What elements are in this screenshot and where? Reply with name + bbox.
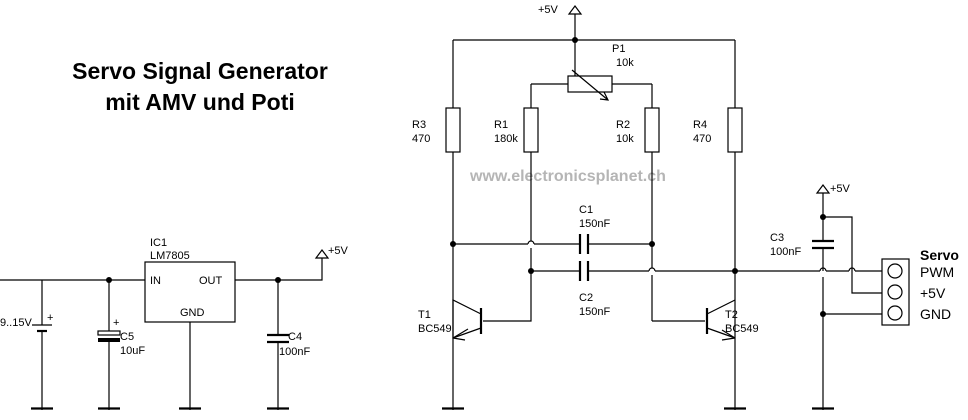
- t2-transistor: [652, 299, 746, 410]
- servo-supply-label: +5V: [830, 183, 851, 195]
- servo-pin-5v: +5V: [920, 285, 946, 301]
- servo-ground: [812, 314, 834, 410]
- servo-pin-gnd: GND: [920, 306, 951, 322]
- c4-ref: C4: [288, 331, 302, 343]
- servo-supply-arrow: [815, 184, 831, 194]
- svg-text:+: +: [47, 312, 53, 324]
- r1-ref: R1: [494, 119, 508, 131]
- ic1-body: [144, 261, 236, 323]
- servo-title: Servo: [920, 247, 959, 263]
- servo-connector: [881, 258, 910, 326]
- r3-ref: R3: [412, 119, 426, 131]
- t2-value: BC549: [725, 323, 759, 335]
- title-line-1: Servo Signal Generator: [72, 58, 328, 84]
- p1-value: 10k: [616, 57, 634, 69]
- c2-ref: C2: [579, 292, 593, 304]
- c3-capacitor: [812, 239, 834, 250]
- t1-transistor: [442, 271, 532, 410]
- output-wire: [235, 258, 323, 281]
- p1-potentiometer: [567, 69, 613, 101]
- ic1-pin-gnd: GND: [180, 307, 205, 319]
- c2-crossover: [648, 267, 656, 272]
- ic1-ref: IC1: [150, 237, 167, 249]
- r4-ref: R4: [693, 119, 707, 131]
- amv-supply-label: +5V: [538, 4, 559, 16]
- c4-value: 100nF: [279, 346, 310, 358]
- servo-pin-pwm: PWM: [920, 264, 954, 280]
- r4-value: 470: [693, 133, 711, 145]
- ic1-part: LM7805: [150, 250, 190, 262]
- t1-value: BC549: [418, 323, 452, 335]
- servo-5v-wire: [823, 216, 882, 294]
- r1-resistor: [523, 107, 539, 153]
- output-supply-label: +5V: [328, 245, 349, 257]
- input-battery: +: [31, 280, 53, 410]
- t2-ref: T2: [725, 309, 738, 321]
- c5-capacitor: +: [97, 277, 121, 410]
- c2-value: 150nF: [579, 306, 610, 318]
- r2-resistor: [644, 107, 660, 153]
- r3-value: 470: [412, 133, 430, 145]
- regulator-section: + 9..15V + C5 10uF IC1 LM7805 IN OUT GND…: [0, 237, 349, 410]
- watermark: www.electronicsplanet.ch: [469, 168, 666, 185]
- amv-supply-arrow: [567, 5, 583, 15]
- c1-value: 150nF: [579, 218, 610, 230]
- c3-value: 100nF: [770, 246, 801, 258]
- r4-resistor: [727, 107, 743, 153]
- c5-ref: C5: [120, 331, 134, 343]
- r2-ref: R2: [616, 119, 630, 131]
- r1-value: 180k: [494, 133, 518, 145]
- amv-section: +5V P1 10k R3 470 R1 180k R2 10k R4 470: [412, 4, 882, 410]
- c1-crossover: [527, 240, 535, 245]
- ic1-pin-in: IN: [150, 275, 161, 287]
- output-supply-arrow: [314, 249, 330, 259]
- r3-resistor: [445, 107, 461, 153]
- p1-ref: P1: [612, 43, 625, 55]
- c2-capacitor: [578, 261, 590, 281]
- t1-ref: T1: [418, 309, 431, 321]
- input-voltage-label: 9..15V: [0, 317, 32, 329]
- title-line-2: mit AMV und Poti: [105, 89, 295, 115]
- svg-text:+: +: [113, 317, 119, 329]
- c5-value: 10uF: [120, 345, 145, 357]
- r2-value: 10k: [616, 133, 634, 145]
- ic1-ground: [179, 322, 201, 410]
- c1-capacitor: [578, 234, 590, 254]
- c3-ref: C3: [770, 232, 784, 244]
- c1-ref: C1: [579, 204, 593, 216]
- c4-capacitor: [267, 277, 289, 410]
- ic1-pin-out: OUT: [199, 275, 223, 287]
